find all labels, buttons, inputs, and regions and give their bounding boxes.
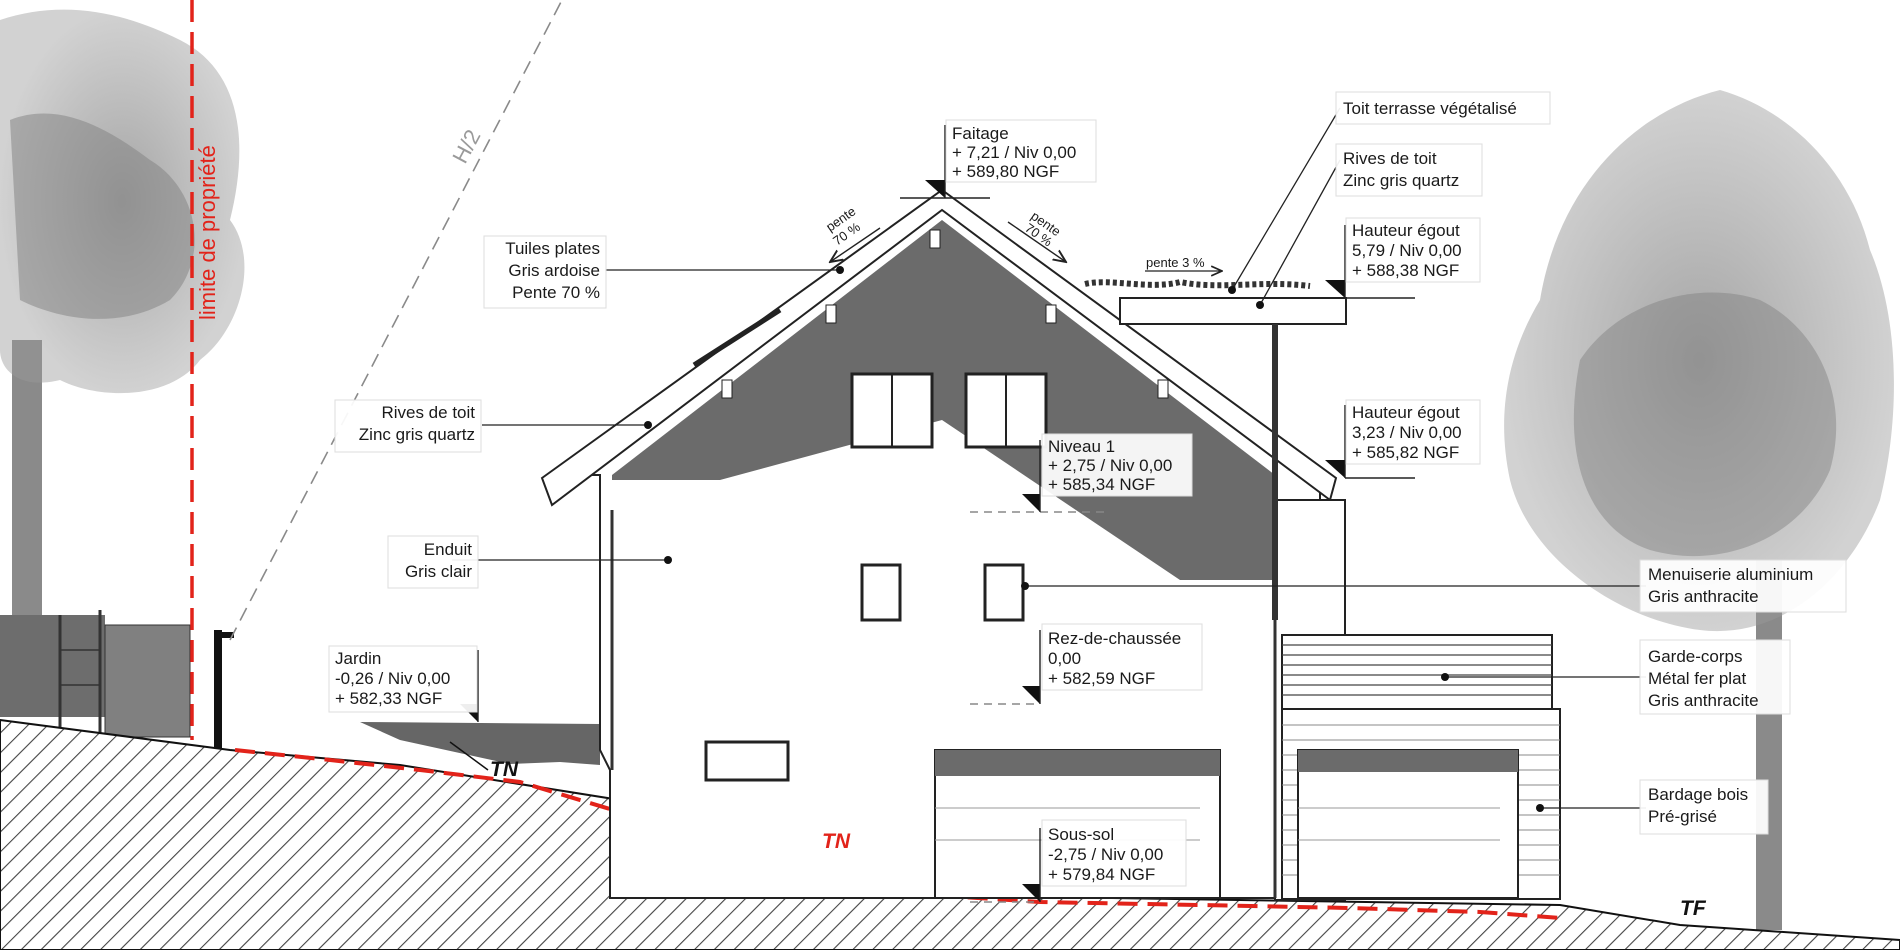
bardage-line-2: Pré-grisé xyxy=(1648,807,1717,826)
tuiles-line-3: Pente 70 % xyxy=(512,283,600,302)
property-limit-label: limite de propriété xyxy=(195,145,220,320)
annotation-tuiles: Tuiles plates Gris ardoise Pente 70 % xyxy=(483,235,607,309)
rdc-line-2: 0,00 xyxy=(1048,649,1081,668)
rives-right-line-2: Zinc gris quartz xyxy=(1343,171,1459,190)
soussol-line-1: Sous-sol xyxy=(1048,825,1114,844)
terrace-slope-label: pente 3 % xyxy=(1146,255,1205,270)
jardin-line-1: Jardin xyxy=(335,649,381,668)
egout1-line-3: + 588,38 NGF xyxy=(1352,261,1459,280)
annotation-hauteur-egout-1: Hauteur égout 5,79 / Niv 0,00 + 588,38 N… xyxy=(1345,217,1481,283)
annotation-toit-terrasse: Toit terrasse végétalisé xyxy=(1335,91,1551,125)
leader-lines xyxy=(452,107,1646,809)
bardage-line-1: Bardage bois xyxy=(1648,785,1748,804)
level-marker-stems xyxy=(477,125,1415,902)
rdc-line-3: + 582,59 NGF xyxy=(1048,669,1155,688)
niveau1-line-1: Niveau 1 xyxy=(1048,437,1115,456)
soussol-line-3: + 579,84 NGF xyxy=(1048,865,1155,884)
egout1-line-1: Hauteur égout xyxy=(1352,221,1460,240)
garde-corps-line-3: Gris anthracite xyxy=(1648,691,1759,710)
half-height-label: H/2 xyxy=(447,125,485,167)
tf-label: TF xyxy=(1680,897,1707,920)
tn-label-2: TN xyxy=(822,830,851,853)
terrace-ground xyxy=(360,722,600,765)
niveau1-line-3: + 585,34 NGF xyxy=(1048,475,1155,494)
rives-left-line-1: Rives de toit xyxy=(381,403,475,422)
menuiserie-line-1: Menuiserie aluminium xyxy=(1648,565,1813,584)
egout2-line-2: 3,23 / Niv 0,00 xyxy=(1352,423,1462,442)
left-tree xyxy=(0,9,245,620)
faitage-line-1: Faitage xyxy=(952,124,1009,143)
soussol-line-2: -2,75 / Niv 0,00 xyxy=(1048,845,1163,864)
annotation-rives-left: Rives de toit Zinc gris quartz xyxy=(334,399,482,453)
garde-corps-line-1: Garde-corps xyxy=(1648,647,1742,666)
half-height-line xyxy=(229,0,563,641)
annotation-menuiserie: Menuiserie aluminium Gris anthracite xyxy=(1639,559,1847,613)
menuiserie-line-2: Gris anthracite xyxy=(1648,587,1759,606)
faitage-line-2: + 7,21 / Niv 0,00 xyxy=(952,143,1076,162)
annotation-bardage: Bardage bois Pré-grisé xyxy=(1639,779,1769,835)
faitage-line-3: + 589,80 NGF xyxy=(952,162,1059,181)
enduit-line-2: Gris clair xyxy=(405,562,472,581)
egout2-line-3: + 585,82 NGF xyxy=(1352,443,1459,462)
jardin-line-3: + 582,33 NGF xyxy=(335,689,442,708)
rdc-line-1: Rez-de-chaussée xyxy=(1048,629,1181,648)
rives-right-line-1: Rives de toit xyxy=(1343,149,1437,168)
egout2-line-1: Hauteur égout xyxy=(1352,403,1460,422)
fence xyxy=(0,610,234,748)
rives-left-line-2: Zinc gris quartz xyxy=(359,425,475,444)
garde-corps-line-2: Métal fer plat xyxy=(1648,669,1747,688)
annotation-niveau-1: Niveau 1 + 2,75 / Niv 0,00 + 585,34 NGF xyxy=(1041,433,1193,497)
enduit-line-1: Enduit xyxy=(424,540,472,559)
tuiles-line-2: Gris ardoise xyxy=(508,261,600,280)
niveau1-line-2: + 2,75 / Niv 0,00 xyxy=(1048,456,1172,475)
annotation-rives-right: Rives de toit Zinc gris quartz xyxy=(1335,143,1483,197)
annotation-jardin: Jardin -0,26 / Niv 0,00 + 582,33 NGF xyxy=(328,645,478,713)
annotation-enduit: Enduit Gris clair xyxy=(387,535,479,589)
annotation-hauteur-egout-2: Hauteur égout 3,23 / Niv 0,00 + 585,82 N… xyxy=(1345,399,1481,465)
annotation-rdc: Rez-de-chaussée 0,00 + 582,59 NGF xyxy=(1041,623,1203,691)
toit-terrasse-line-1: Toit terrasse végétalisé xyxy=(1343,99,1517,118)
house xyxy=(540,188,1561,901)
annotation-garde-corps: Garde-corps Métal fer plat Gris anthraci… xyxy=(1639,639,1791,715)
annotation-sous-sol: Sous-sol -2,75 / Niv 0,00 + 579,84 NGF xyxy=(1041,819,1187,887)
jardin-line-2: -0,26 / Niv 0,00 xyxy=(335,669,450,688)
tuiles-line-1: Tuiles plates xyxy=(505,239,600,258)
annotation-faitage: Faitage + 7,21 / Niv 0,00 + 589,80 NGF xyxy=(945,119,1097,183)
egout1-line-2: 5,79 / Niv 0,00 xyxy=(1352,241,1462,260)
leader-dots xyxy=(644,266,1544,812)
tn-label-1: TN xyxy=(490,758,519,781)
right-tree xyxy=(1504,90,1894,930)
terrace-slope: pente 3 % xyxy=(1145,255,1222,271)
